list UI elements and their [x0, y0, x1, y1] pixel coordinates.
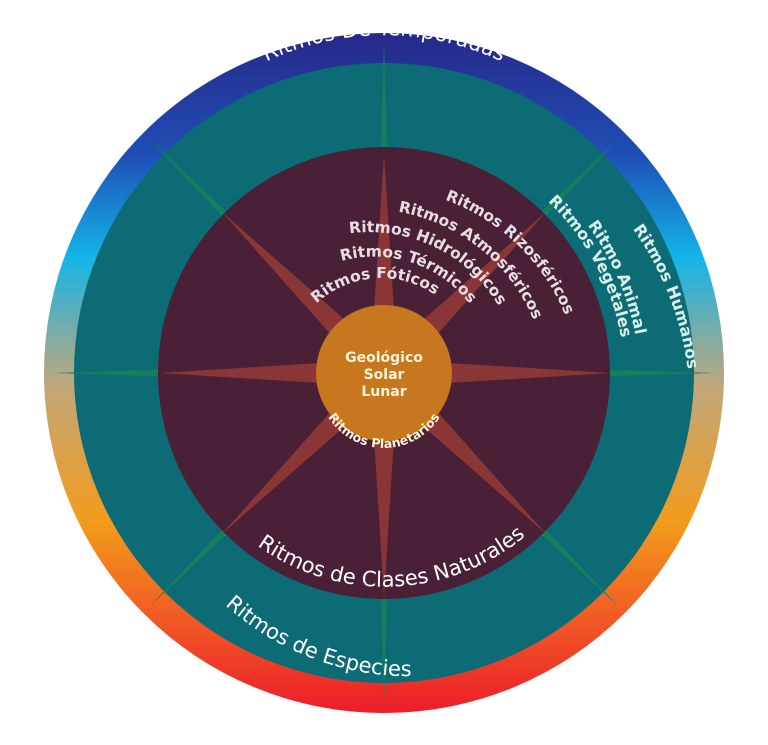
label-core-geologico: Geológico: [345, 350, 423, 366]
core-circle: [316, 305, 452, 441]
label-core-lunar: Lunar: [361, 384, 406, 400]
label-core-solar: Solar: [364, 367, 405, 383]
